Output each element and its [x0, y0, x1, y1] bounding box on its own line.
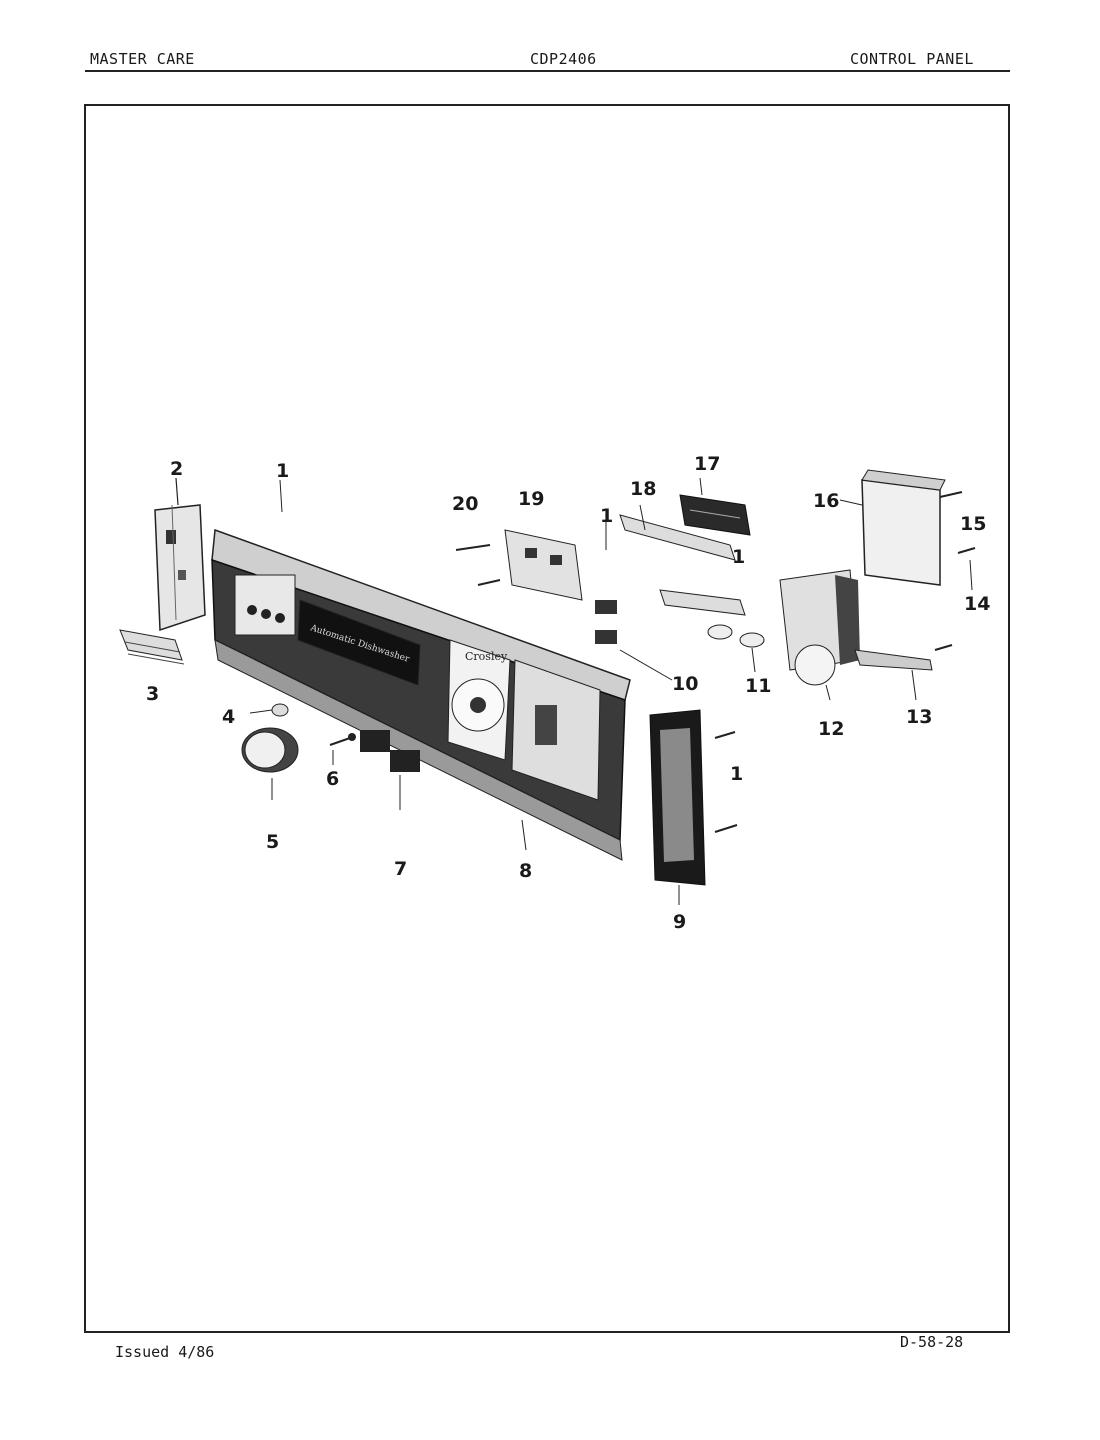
callout-11: 11: [745, 675, 771, 697]
callout-1-mid-right: 1: [732, 546, 745, 568]
part-13-bracket: [854, 649, 933, 671]
callout-3: 3: [146, 683, 159, 705]
callout-14: 14: [964, 593, 990, 615]
callout-7: 7: [394, 858, 407, 880]
callout-17: 17: [694, 453, 720, 475]
callout-6: 6: [326, 768, 339, 790]
part-11-capacitor: [707, 624, 765, 648]
callout-9: 9: [673, 911, 686, 933]
part-12-timer: [779, 569, 860, 686]
callout-15: 15: [960, 513, 986, 535]
footer-page-code: D-58-28: [900, 1333, 964, 1351]
header-rule: [85, 70, 1010, 72]
part-17-terminal-block: [679, 494, 751, 536]
callout-13: 13: [906, 706, 932, 728]
callout-labels: 1 2 3 4 5 6 7 8 9 1 10 11 12 13 14 15 16…: [146, 453, 990, 933]
part-16-cover: [861, 469, 946, 586]
callout-4: 4: [222, 706, 235, 728]
callout-1-center: 1: [600, 505, 613, 527]
callout-8: 8: [519, 860, 532, 882]
header-model: CDP2406: [530, 50, 597, 68]
callout-1-right: 1: [730, 763, 743, 785]
panel-brand-script: Crosley: [465, 650, 508, 663]
footer-issued: Issued 4/86: [115, 1343, 215, 1361]
callout-19: 19: [518, 488, 544, 510]
part-9-trim-strip: [649, 709, 706, 905]
callout-10: 10: [672, 673, 698, 695]
callout-2: 2: [170, 458, 183, 480]
part-6-screw: [329, 733, 356, 765]
callout-20: 20: [452, 493, 478, 515]
part-5-knob: [241, 727, 299, 800]
part-19-bracket: [504, 529, 583, 601]
callout-12: 12: [818, 718, 844, 740]
part-4-button: [249, 703, 289, 717]
part-7-rocker-switches: [360, 730, 420, 810]
part-18-bracket: [619, 514, 746, 616]
part-2-end-cap: [154, 504, 206, 632]
diagram-frame: [84, 104, 1010, 1333]
callout-5: 5: [266, 831, 279, 853]
callout-1-top-left: 1: [276, 460, 289, 482]
callout-18: 18: [630, 478, 656, 500]
part-10-connectors: [595, 600, 617, 644]
part-3-clips: [119, 629, 185, 665]
callout-16: 16: [813, 490, 839, 512]
header-brand: MASTER CARE: [90, 50, 195, 68]
header-section: CONTROL PANEL: [850, 50, 974, 68]
